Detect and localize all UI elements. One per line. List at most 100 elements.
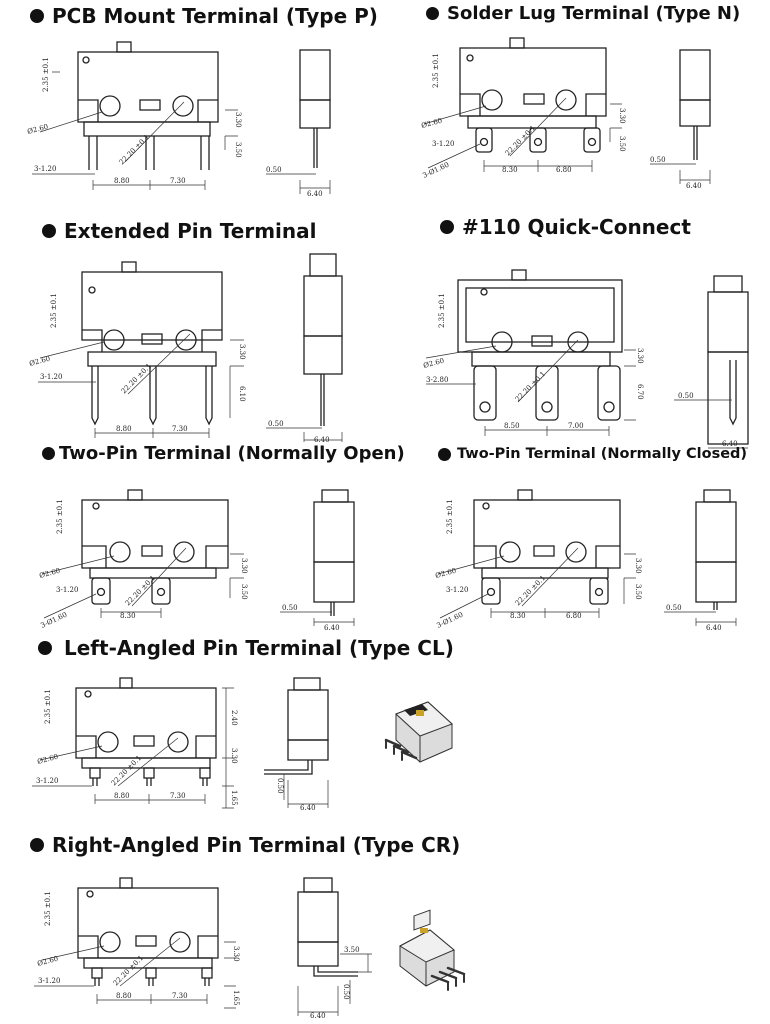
side-view-drawing: 0.50 6.40 — [280, 489, 355, 632]
dim-lug-hole: 3-Ø1.60 — [435, 611, 464, 630]
section-title-text: Solder Lug Terminal (Type N) — [447, 3, 741, 24]
side-view-drawing: 0.50 6.40 — [664, 489, 737, 632]
dim-pitch-1: 8.80 — [116, 992, 132, 1000]
dim-pin-width: 3-2.80 — [426, 376, 448, 384]
dim-tolerance: 22.20 ±0.1 — [120, 362, 153, 395]
dim-top: 2.35 ±0.1 — [42, 57, 50, 92]
dim-side-width: 6.40 — [310, 1012, 326, 1020]
dim-side-width: 6.40 — [300, 804, 316, 812]
front-view-drawing: 2.35 ±0.1 Ø2.60 22.20 ±0.1 2.40 3.30 1.6… — [32, 677, 238, 809]
dim-side-pin: 0.50 — [266, 166, 282, 174]
front-view-drawing: 2.35 ±0.1 Ø2.60 22.20 ±0.1 3.30 1.65 3-1… — [34, 877, 240, 1009]
dim-pitch-2: 7.30 — [172, 425, 188, 433]
dim-hole: Ø2.60 — [36, 753, 59, 766]
bullet-icon — [30, 9, 44, 23]
dim-tolerance: 22.20 ±0.1 — [514, 370, 547, 403]
section-title: PCB Mount Terminal (Type P) — [30, 4, 378, 28]
dim-top: 2.35 ±0.1 — [44, 689, 52, 724]
dim-height-right: 3.30 — [636, 348, 644, 364]
dim-pin-width: 3-1.20 — [40, 373, 62, 381]
section-title-text: PCB Mount Terminal (Type P) — [52, 4, 378, 28]
dim-pin-length: 3.50 — [234, 142, 242, 158]
bullet-icon — [438, 447, 451, 461]
dim-top: 2.35 ±0.1 — [438, 293, 446, 328]
dim-top: 2.35 ±0.1 — [44, 891, 52, 926]
dim-height-right: 3.30 — [230, 748, 238, 764]
bullet-icon — [42, 224, 56, 238]
dim-tolerance: 22.20 ±0.1 — [110, 754, 143, 787]
dim-height-right: 3.30 — [238, 344, 246, 360]
dim-tolerance: 22.20 ±0.1 — [514, 574, 547, 607]
dim-pin-length: 6.10 — [238, 386, 246, 402]
dim-pitch-1: 8.80 — [114, 177, 130, 185]
dim-pitch-1: 8.80 — [114, 792, 130, 800]
bullet-icon — [426, 7, 439, 20]
dim-height-right: 3.30 — [618, 108, 626, 124]
dim-side-pin: 0.50 — [268, 420, 284, 428]
dim-pitch-1: 8.30 — [502, 166, 518, 174]
dim-pin-length: 3.50 — [618, 136, 626, 152]
dim-pin-width: 3-1.20 — [34, 165, 56, 173]
bullet-icon — [440, 220, 454, 234]
dim-side-width: 6.40 — [686, 182, 702, 190]
section-title: #110 Quick-Connect — [440, 215, 691, 239]
dim-side-width: 6.40 — [706, 624, 722, 632]
dim-side-pin: 0.50 — [276, 778, 284, 794]
dim-pin-length: 3.50 — [240, 584, 248, 600]
side-view-drawing: 3.50 0.50 6.40 — [297, 877, 372, 1020]
dim-height-right: 3.30 — [634, 558, 642, 574]
front-view-drawing: 2.35 ±0.1 Ø2.60 22.20 ±0.1 3.30 3.50 3-1… — [26, 41, 242, 190]
dim-pin-width: 3-1.20 — [432, 140, 454, 148]
front-view-drawing: 2.35 ±0.1 Ø2.60 22.20 ±0.1 3.30 6.10 3-1… — [28, 261, 246, 438]
front-view-drawing: 2.35 ±0.1 Ø2.60 22.20 ±0.1 3.30 6.70 3-2… — [422, 269, 644, 436]
dim-body-height: 2.40 — [230, 710, 238, 726]
dim-pitch-2: 7.30 — [172, 992, 188, 1000]
dim-pitch-2: 7.30 — [170, 177, 186, 185]
dim-pitch-2: 7.30 — [170, 792, 186, 800]
side-view-drawing: 0.50 6.40 — [674, 275, 749, 449]
dim-hole: Ø2.60 — [38, 567, 61, 580]
dim-side-width: 6.40 — [307, 190, 323, 198]
bullet-icon — [38, 641, 52, 655]
dim-hole: Ø2.60 — [28, 355, 51, 368]
front-view-drawing: 2.35 ±0.1 Ø2.60 22.20 ±0.1 3-1.20 3-Ø1.6… — [38, 489, 248, 630]
dim-hole: Ø2.60 — [434, 567, 457, 580]
dim-side-pin: 0.50 — [666, 604, 682, 612]
section-title: Two-Pin Terminal (Normally Closed) — [438, 446, 747, 462]
dim-hole: Ø2.60 — [420, 117, 443, 130]
front-view-drawing: 2.35 ±0.1 Ø2.60 22.20 ±0.1 3-1.20 3-Ø1.6… — [420, 37, 626, 180]
section-title: Solder Lug Terminal (Type N) — [426, 3, 740, 24]
dim-pin-length: 3.50 — [634, 584, 642, 600]
dim-side-pin: 0.50 — [342, 984, 350, 1000]
dim-side-width: 6.40 — [314, 436, 330, 444]
section-title-text: Extended Pin Terminal — [64, 219, 317, 243]
dim-pin-width: 3-1.20 — [38, 977, 60, 985]
dim-hole: Ø2.60 — [26, 123, 49, 136]
section-title-text: Two-Pin Terminal (Normally Open) — [59, 443, 405, 464]
dim-height-right: 3.30 — [234, 112, 242, 128]
section-title-text: Left-Angled Pin Terminal (Type CL) — [64, 636, 454, 660]
dim-pitch-2: 7.00 — [568, 422, 584, 430]
section-title-text: #110 Quick-Connect — [462, 215, 691, 239]
dim-pitch-2: 6.80 — [566, 612, 582, 620]
side-view-drawing: 0.50 6.40 — [650, 49, 711, 190]
dim-pin-width: 3-1.20 — [36, 777, 58, 785]
dim-side-width: 6.40 — [722, 440, 738, 448]
product-photo — [398, 909, 466, 991]
section-title: Left-Angled Pin Terminal (Type CL) — [38, 636, 454, 660]
product-photo — [384, 701, 453, 763]
dim-pin-width: 3-1.20 — [446, 586, 468, 594]
dim-pitch-1: 8.30 — [510, 612, 526, 620]
dim-pitch-1: 8.30 — [120, 612, 136, 620]
dim-top: 2.35 ±0.1 — [446, 499, 454, 534]
dim-pin-length: 6.70 — [636, 384, 644, 400]
section-title-text: Right-Angled Pin Terminal (Type CR) — [52, 833, 461, 857]
dim-pin-width: 3-1.20 — [56, 586, 78, 594]
dim-pitch-1: 8.80 — [116, 425, 132, 433]
dim-pitch-1: 8.50 — [504, 422, 520, 430]
bullet-icon — [30, 838, 44, 852]
dim-side-pin: 0.50 — [282, 604, 298, 612]
section-title: Right-Angled Pin Terminal (Type CR) — [30, 833, 460, 857]
front-view-drawing: 2.35 ±0.1 Ø2.60 22.20 ±0.1 3-1.20 3-Ø1.6… — [434, 489, 642, 630]
dim-side-pin: 0.50 — [678, 392, 694, 400]
